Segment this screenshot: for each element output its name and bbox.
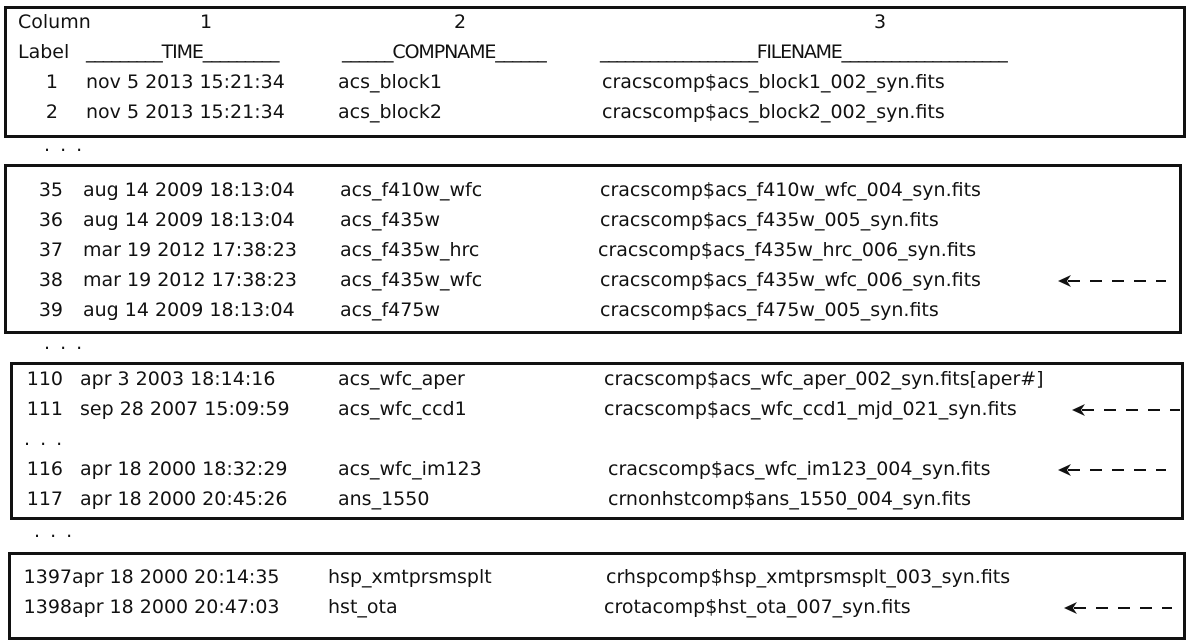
group-box-2 <box>4 164 1182 334</box>
filename-heading: ___________________FILENAME_____________… <box>600 41 1008 63</box>
row-compname: acs_f475w <box>340 299 440 321</box>
row-compname: acs_wfc_im123 <box>338 458 482 480</box>
row-label: 117 <box>26 488 63 510</box>
ellipsis-1: . . . <box>44 134 85 156</box>
row-compname: ans_1550 <box>338 488 430 510</box>
row-label: 36 <box>38 209 63 231</box>
row-filename: cracscomp$acs_wfc_im123_004_syn.fits <box>608 458 991 480</box>
row-compname: hsp_xmtprsmsplt <box>328 566 492 588</box>
row-label: 37 <box>38 239 63 261</box>
row-label: 111 <box>26 398 63 420</box>
time-heading: _________TIME_________ <box>86 41 280 63</box>
row-compname: acs_f435w_hrc <box>340 239 480 261</box>
row-label: 1398 <box>23 596 72 618</box>
ellipsis-3: . . . <box>24 428 65 450</box>
row-time: apr 18 2000 20:45:26 <box>80 488 288 510</box>
row-time: aug 14 2009 18:13:04 <box>83 209 295 231</box>
row-filename: cracscomp$acs_f475w_005_syn.fits <box>600 299 939 321</box>
row-time: apr 18 2000 20:14:35 <box>72 566 280 588</box>
row-compname: hst_ota <box>328 596 398 618</box>
row-compname: acs_f435w <box>340 209 440 231</box>
ellipsis-4: . . . <box>34 520 75 542</box>
row-label: 1 <box>45 71 58 93</box>
row-time: apr 18 2000 20:47:03 <box>72 596 280 618</box>
row-time: apr 18 2000 18:32:29 <box>80 458 288 480</box>
dashed-arrow-left-icon <box>1072 404 1180 416</box>
row-label: 116 <box>26 458 63 480</box>
group-box-3 <box>10 362 1184 520</box>
row-filename: cracscomp$acs_f410w_wfc_004_syn.fits <box>600 179 981 201</box>
row-compname: acs_block1 <box>338 71 442 93</box>
row-filename: cracscomp$acs_f435w_wfc_006_syn.fits <box>600 269 981 291</box>
column-number-3: 3 <box>874 11 887 33</box>
row-time: aug 14 2009 18:13:04 <box>83 299 295 321</box>
group-box-4 <box>8 552 1186 640</box>
ellipsis-2: . . . <box>44 332 85 354</box>
row-filename: crhspcomp$hsp_xmtprsmsplt_003_syn.fits <box>606 566 1011 588</box>
compname-heading: ______COMPNAME______ <box>342 41 547 63</box>
row-time: mar 19 2012 17:38:23 <box>83 269 297 291</box>
row-compname: acs_wfc_ccd1 <box>338 398 467 420</box>
dashed-arrow-left-icon <box>1058 275 1166 287</box>
column-number-1: 1 <box>200 11 213 33</box>
label-heading: Label <box>18 41 70 63</box>
row-compname: acs_f410w_wfc <box>340 179 483 201</box>
row-label: 35 <box>38 179 63 201</box>
row-filename: cracscomp$acs_block1_002_syn.fits <box>602 71 945 93</box>
dashed-arrow-left-icon <box>1064 602 1172 614</box>
row-filename: cracscomp$acs_f435w_hrc_006_syn.fits <box>598 239 977 261</box>
row-label: 39 <box>38 299 63 321</box>
row-label: 2 <box>45 101 58 123</box>
row-label: 110 <box>26 368 63 390</box>
row-time: mar 19 2012 17:38:23 <box>83 239 297 261</box>
row-filename: cracscomp$acs_wfc_ccd1_mjd_021_syn.fits <box>604 398 1017 420</box>
row-filename: cracscomp$acs_f435w_005_syn.fits <box>600 209 939 231</box>
column-number-2: 2 <box>454 11 467 33</box>
row-time: aug 14 2009 18:13:04 <box>83 179 295 201</box>
dashed-arrow-left-icon <box>1058 464 1166 476</box>
row-compname: acs_wfc_aper <box>338 368 465 390</box>
row-label: 1397 <box>23 566 72 588</box>
row-time: apr 3 2003 18:14:16 <box>80 368 276 390</box>
row-time: nov 5 2013 15:21:34 <box>86 71 285 93</box>
row-compname: acs_block2 <box>338 101 442 123</box>
group-box-1 <box>4 6 1186 138</box>
row-time: nov 5 2013 15:21:34 <box>86 101 285 123</box>
row-time: sep 28 2007 15:09:59 <box>80 398 290 420</box>
row-label: 38 <box>38 269 63 291</box>
row-filename: cracscomp$acs_block2_002_syn.fits <box>602 101 945 123</box>
row-compname: acs_f435w_wfc <box>340 269 483 291</box>
column-heading: Column <box>18 11 91 33</box>
row-filename: crnonhstcomp$ans_1550_004_syn.fits <box>608 488 971 510</box>
row-filename: crotacomp$hst_ota_007_syn.fits <box>604 596 911 618</box>
row-filename: cracscomp$acs_wfc_aper_002_syn.fits[aper… <box>604 368 1044 390</box>
